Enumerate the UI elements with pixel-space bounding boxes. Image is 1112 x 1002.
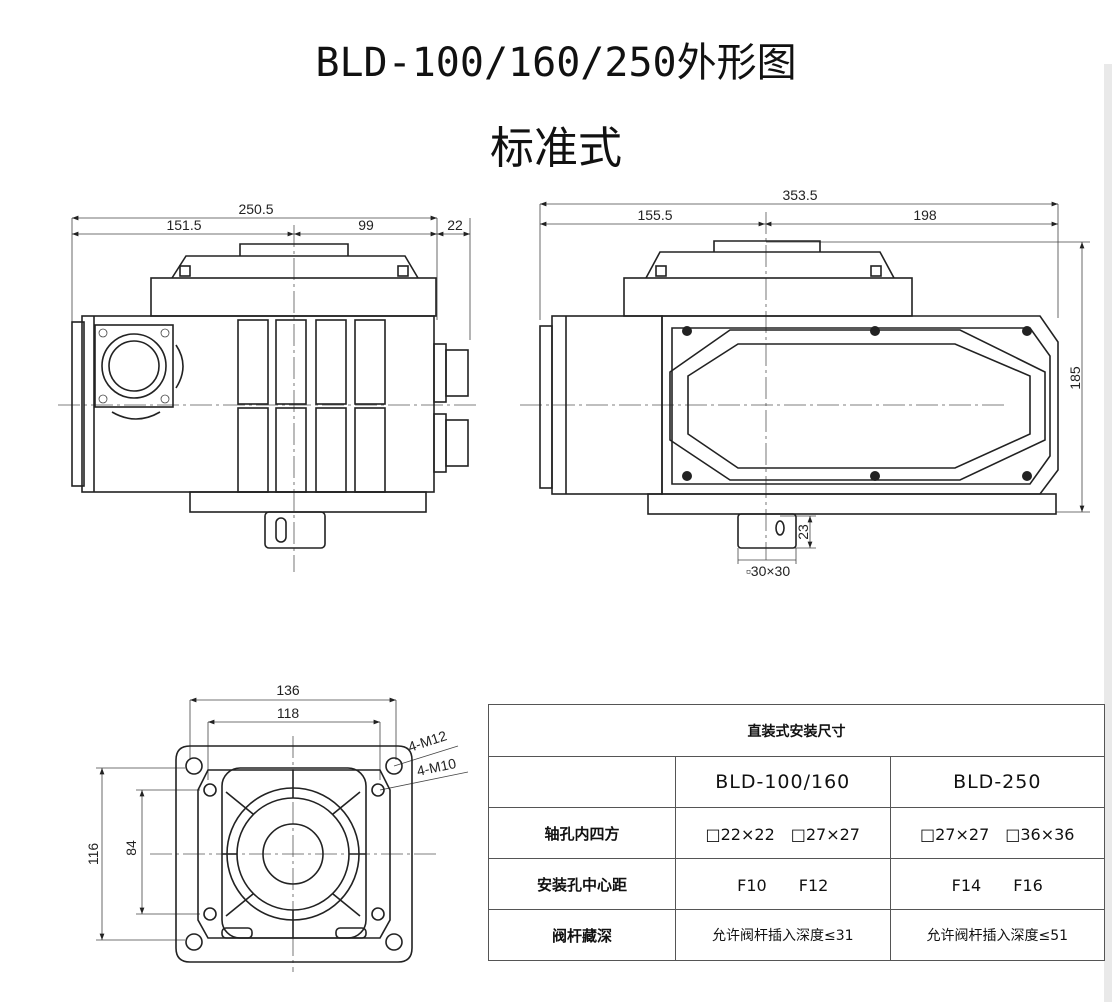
- table-cell: 允许阀杆插入深度≤31: [675, 909, 891, 961]
- side-dimensions: 353.5 155.5 198 185 23 ▫30×30: [539, 187, 1090, 579]
- front-view: 250.5 151.5 99 22: [58, 201, 480, 572]
- front-dim-cap: 22: [447, 217, 463, 233]
- model-header: BLD-100/160: [675, 756, 891, 808]
- row-label: 阀杆藏深: [488, 909, 676, 961]
- table-cell: □27×27 □36×36: [889, 807, 1105, 859]
- side-view: 353.5 155.5 198 185 23 ▫30×30: [520, 187, 1090, 579]
- table-corner-cell: [488, 756, 676, 808]
- side-dim-right: 198: [913, 207, 937, 223]
- drawing-subtitle: 标准式: [490, 123, 622, 174]
- drawing-title: BLD-100/160/250外形图: [315, 40, 797, 86]
- front-dimensions: 250.5 151.5 99 22: [71, 201, 471, 420]
- flange-view: 136 118 116 84 4-M12 4-M10: [85, 682, 469, 972]
- side-dim-height: 185: [1067, 366, 1083, 390]
- table-cell: F14 F16: [889, 858, 1105, 910]
- front-dim-left: 151.5: [166, 217, 201, 233]
- flange-dim-inner: 118: [277, 705, 300, 721]
- side-dim-overall: 353.5: [782, 187, 817, 203]
- table-caption: 直装式安装尺寸: [488, 704, 1105, 757]
- row-label: 安装孔中心距: [488, 858, 676, 910]
- table-cell: F10 F12: [675, 858, 891, 910]
- front-dim-right: 99: [358, 217, 374, 233]
- model-header: BLD-250: [889, 756, 1105, 808]
- side-dim-shaft: 23: [795, 524, 811, 540]
- side-dim-left: 155.5: [637, 207, 672, 223]
- front-dim-overall: 250.5: [238, 201, 273, 217]
- flange-dimensions: 136 118 116 84 4-M12 4-M10: [85, 682, 469, 941]
- mounting-spec-table: 直装式安装尺寸 BLD-100/160 BLD-250 轴孔内四方 □22×22…: [488, 704, 1105, 961]
- row-label: 轴孔内四方: [488, 807, 676, 859]
- flange-dim-height-inner: 84: [123, 840, 139, 856]
- flange-holes: [185, 757, 403, 951]
- flange-dim-height-outer: 116: [85, 843, 101, 866]
- table-cell: □22×22 □27×27: [675, 807, 891, 859]
- scrollbar[interactable]: [1104, 64, 1112, 1002]
- flange-dim-outer: 136: [276, 682, 300, 698]
- side-dim-square: ▫30×30: [746, 563, 790, 579]
- table-cell: 允许阀杆插入深度≤51: [889, 909, 1105, 961]
